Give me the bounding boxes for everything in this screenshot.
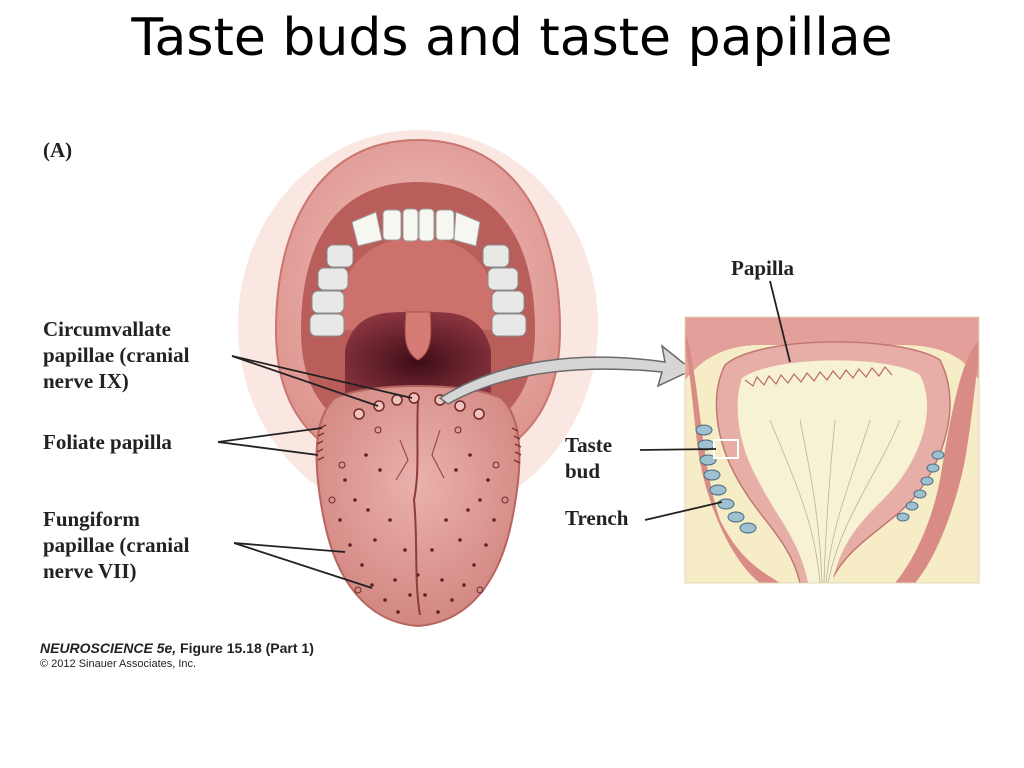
- right-molars: [482, 244, 527, 337]
- trench-label: Trench: [565, 505, 628, 531]
- label-line: bud: [565, 459, 601, 483]
- figure-number: Figure 15.18 (Part 1): [180, 640, 314, 656]
- panel-label: (A): [43, 138, 73, 162]
- label-line: nerve VII): [43, 559, 137, 583]
- fungiform-papillae-label: Fungiform papillae (cranial nerve VII): [43, 506, 189, 584]
- label-line: Taste: [565, 433, 613, 457]
- label-line: Fungiform: [43, 507, 140, 531]
- book-title: NEUROSCIENCE 5e,: [40, 640, 177, 656]
- papilla-cross-section: [685, 317, 979, 583]
- label-line: nerve IX): [43, 369, 129, 393]
- label-line: Papilla: [731, 256, 795, 280]
- right-leader-lines: [639, 280, 791, 521]
- papilla-label: Papilla: [731, 255, 794, 281]
- upper-teeth: [351, 208, 481, 247]
- label-line: Circumvallate: [43, 317, 171, 341]
- left-leader-lines: [217, 355, 413, 589]
- left-molars: [309, 244, 354, 337]
- circumvallate-papillae-label: Circumvallate papillae (cranial nerve IX…: [43, 316, 189, 394]
- uvula: [404, 311, 432, 361]
- label-line: papillae (cranial: [43, 533, 190, 557]
- label-line: papillae (cranial: [43, 343, 190, 367]
- slide-title: Taste buds and taste papillae: [131, 8, 893, 68]
- foliate-papillae: [316, 424, 522, 464]
- copyright-text: © 2012 Sinauer Associates, Inc.: [40, 658, 197, 670]
- label-line: Foliate papilla: [43, 430, 172, 454]
- figure-credit: NEUROSCIENCE 5e, Figure 15.18 (Part 1) ©…: [40, 640, 314, 670]
- palate: [340, 238, 496, 330]
- fungiform-papillae: [338, 453, 496, 614]
- label-line: Trench: [565, 506, 629, 530]
- foliate-papilla-label: Foliate papilla: [43, 429, 172, 455]
- taste-buds-right: [896, 450, 945, 522]
- tongue-illustration: [315, 385, 522, 628]
- median-sulcus: [412, 399, 421, 616]
- figure-reference: NEUROSCIENCE 5e, Figure 15.18 (Part 1): [40, 640, 314, 656]
- taste-bud-label: Taste bud: [565, 432, 612, 484]
- papillae-rings: [328, 426, 509, 594]
